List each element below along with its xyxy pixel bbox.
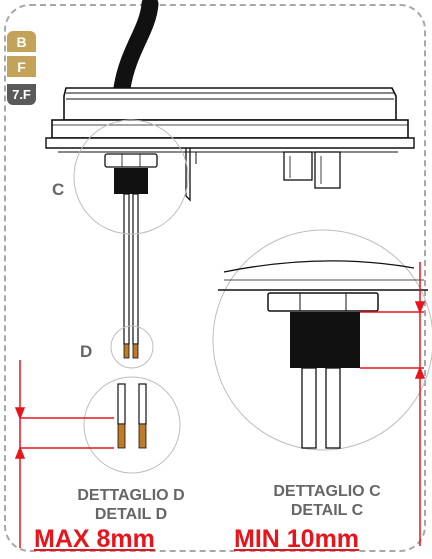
dimension-d — [14, 360, 114, 548]
max-8mm-label: MAX 8mm — [34, 525, 155, 553]
detail-c-title-en: DETAIL C — [290, 502, 364, 519]
detail-circle-c-small — [73, 119, 189, 235]
callout-c: C — [52, 180, 65, 199]
callout-d: D — [80, 342, 93, 361]
dashed-frame — [4, 4, 426, 552]
detail-c-caption: DETTAGLIO C DETAIL C — [252, 482, 402, 520]
detail-c-title-it: DETTAGLIO C — [273, 483, 381, 500]
cable — [113, 0, 159, 97]
detail-circle-c — [212, 229, 432, 451]
min-10mm-label: MIN 10mm — [234, 525, 360, 553]
dimension-c — [360, 262, 426, 546]
detail-d-title-en: DETAIL D — [94, 506, 168, 523]
badge-7f: 7.F — [7, 84, 36, 105]
badge-f: F — [7, 56, 36, 77]
detail-d-drawing — [117, 383, 147, 449]
wires — [123, 193, 139, 345]
gland-small — [104, 153, 158, 194]
wire-tips — [123, 343, 139, 359]
detail-circle-d — [83, 376, 181, 474]
detail-c-drawing — [218, 260, 428, 449]
housing — [45, 87, 415, 202]
badge-b: B — [7, 31, 36, 52]
detail-d-caption: DETTAGLIO D DETAIL D — [56, 486, 206, 524]
detail-d-title-it: DETTAGLIO D — [77, 487, 185, 504]
detail-circle-d-small — [110, 325, 154, 369]
